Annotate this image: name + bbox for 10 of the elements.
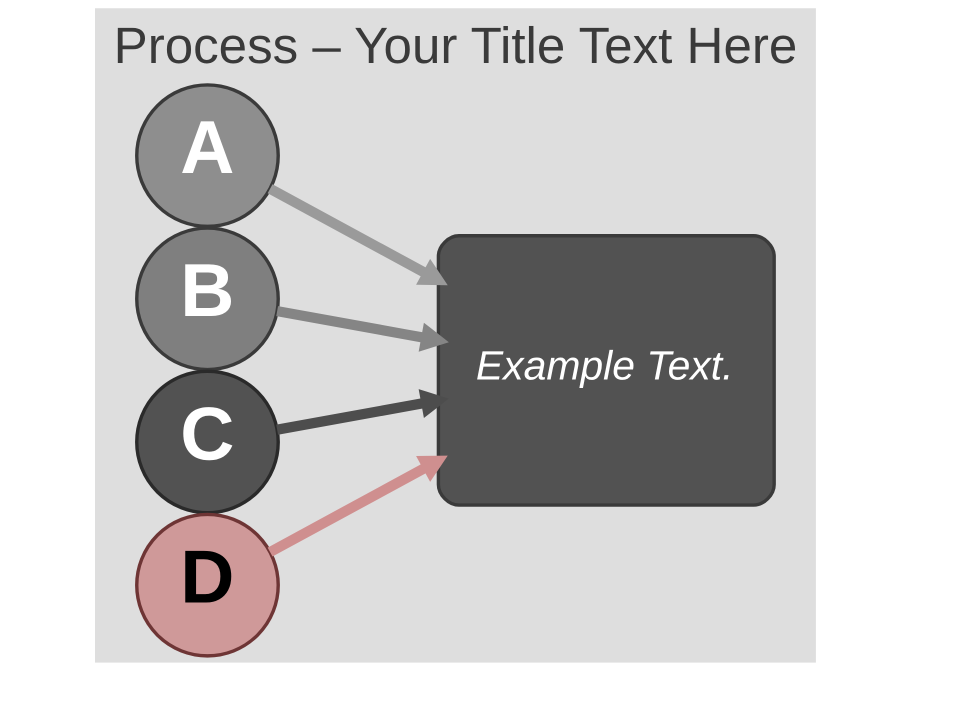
node-circle: B [135, 226, 280, 372]
arrow [268, 184, 448, 286]
diagram-title: Process – Your Title Text Here [114, 16, 798, 74]
node-circle: D [135, 512, 280, 658]
node-circle: A [135, 83, 280, 228]
arrow [276, 389, 449, 435]
arrow [276, 306, 449, 352]
arrow [268, 456, 448, 557]
node-box: Example Text. [436, 234, 776, 507]
node-circle: C [135, 370, 280, 514]
